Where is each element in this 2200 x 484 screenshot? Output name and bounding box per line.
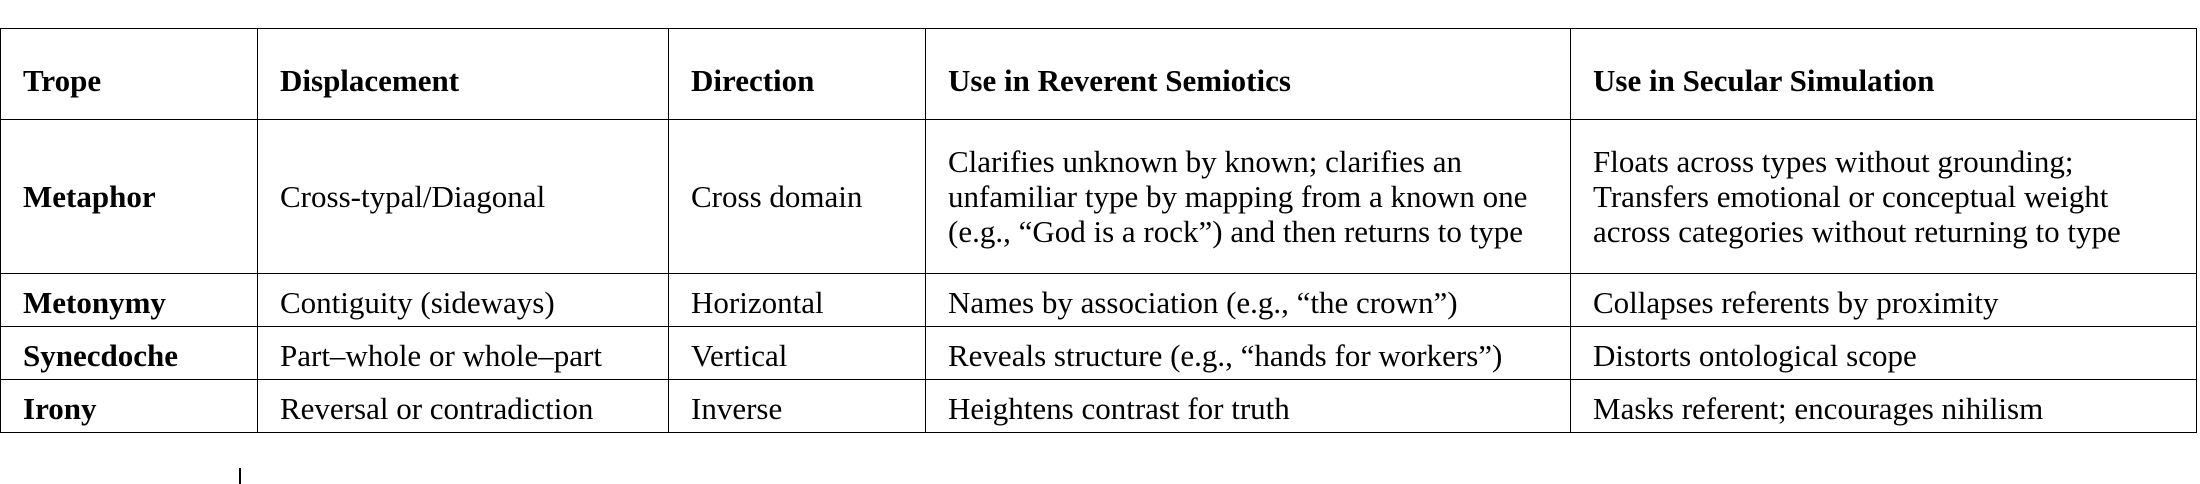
reverent-cell: Names by association (e.g., “the crown”)	[925, 273, 1571, 327]
displacement-cell: Part–whole or whole–part	[257, 326, 669, 380]
reverent-cell: Heightens contrast for truth	[925, 379, 1571, 433]
table-row: Metaphor Cross-typal/Diagonal Cross doma…	[0, 119, 2197, 274]
trope-cell: Synecdoche	[0, 326, 258, 380]
displacement-cell: Contiguity (sideways)	[257, 273, 669, 327]
header-reverent-semiotics: Use in Reverent Semiotics	[925, 28, 1571, 120]
secular-cell: Collapses referents by proximity	[1570, 273, 2197, 327]
table-row: Synecdoche Part–whole or whole–part Vert…	[0, 326, 2197, 380]
text-cursor-mark	[239, 468, 241, 484]
table-header: Trope Displacement Direction Use in Reve…	[0, 28, 2197, 120]
displacement-cell: Cross-typal/Diagonal	[257, 119, 669, 274]
header-displacement: Displacement	[257, 28, 669, 120]
reverent-cell: Reveals structure (e.g., “hands for work…	[925, 326, 1571, 380]
header-direction: Direction	[668, 28, 926, 120]
trope-cell: Metonymy	[0, 273, 258, 327]
table-row: Irony Reversal or contradiction Inverse …	[0, 379, 2197, 433]
direction-cell: Horizontal	[668, 273, 926, 327]
table-body: Metaphor Cross-typal/Diagonal Cross doma…	[0, 119, 2197, 433]
reverent-cell: Clarifies unknown by known; clarifies an…	[925, 119, 1571, 274]
direction-cell: Inverse	[668, 379, 926, 433]
trope-cell: Metaphor	[0, 119, 258, 274]
trope-cell: Irony	[0, 379, 258, 433]
header-secular-simulation: Use in Secular Simulation	[1570, 28, 2197, 120]
tropes-table-container: Trope Displacement Direction Use in Reve…	[0, 28, 2197, 433]
table-row: Metonymy Contiguity (sideways) Horizonta…	[0, 273, 2197, 327]
header-trope: Trope	[0, 28, 258, 120]
header-row: Trope Displacement Direction Use in Reve…	[0, 28, 2197, 120]
direction-cell: Cross domain	[668, 119, 926, 274]
secular-cell: Masks referent; encourages nihilism	[1570, 379, 2197, 433]
direction-cell: Vertical	[668, 326, 926, 380]
tropes-table: Trope Displacement Direction Use in Reve…	[0, 28, 2197, 433]
secular-cell: Floats across types without grounding; T…	[1570, 119, 2197, 274]
secular-cell: Distorts ontological scope	[1570, 326, 2197, 380]
displacement-cell: Reversal or contradiction	[257, 379, 669, 433]
